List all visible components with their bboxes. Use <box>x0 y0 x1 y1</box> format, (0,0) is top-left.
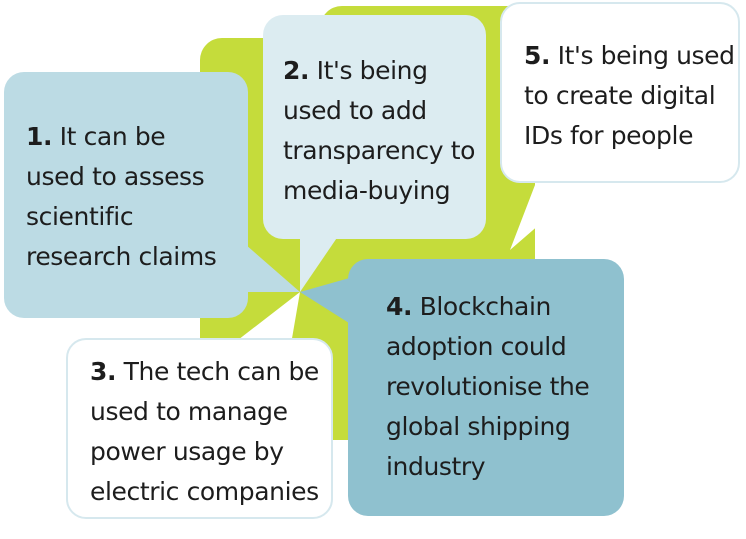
point-5-bubble: 5. It's being used to create digital IDs… <box>500 2 740 183</box>
point-2-line-2: used to add <box>283 96 427 125</box>
point-3-line-3: power usage by <box>90 437 284 466</box>
point-2-bubble: 2. It's being used to add transparency t… <box>263 15 486 239</box>
point-1-bubble: 1. It can be used to assess scientific r… <box>4 72 248 318</box>
point-4-bubble: 4. Blockchain adoption could revolutioni… <box>348 259 624 516</box>
point-4-line-4: global shipping <box>386 412 571 441</box>
point-2-number: 2. <box>283 56 310 85</box>
point-3-line-4: electric companies <box>90 477 319 506</box>
point-4-number: 4. <box>386 292 413 321</box>
bubble-4-tail <box>300 275 360 330</box>
point-5-number: 5. <box>524 41 551 70</box>
point-1-number: 1. <box>26 122 53 151</box>
bubble-2-tail <box>300 226 345 292</box>
point-4-line-2: adoption could <box>386 332 567 361</box>
point-1-line-2: used to assess <box>26 162 205 191</box>
point-1-line-1: 1. It can be <box>26 122 166 151</box>
point-2-line-3: transparency to <box>283 136 475 165</box>
point-3-number: 3. <box>90 357 117 386</box>
point-4-line-5: industry <box>386 452 486 481</box>
point-2-line-1: 2. It's being <box>283 56 428 85</box>
bubble-3-tail <box>225 292 300 350</box>
point-3-line-1: 3. The tech can be <box>90 357 319 386</box>
point-3-bubble: 3. The tech can be used to manage power … <box>66 338 333 519</box>
bubble-1-tail <box>238 238 300 292</box>
point-5-line-2: to create digital <box>524 81 716 110</box>
point-4-line-3: revolutionise the <box>386 372 590 401</box>
point-1-line-3: scientific <box>26 202 134 231</box>
point-1-line-4: research claims <box>26 242 217 271</box>
point-5-line-1: 5. It's being used <box>524 41 735 70</box>
point-4-line-1: 4. Blockchain <box>386 292 551 321</box>
point-5-line-3: IDs for people <box>524 121 694 150</box>
point-2-line-4: media-buying <box>283 176 451 205</box>
bubble-5-tail <box>510 172 600 250</box>
point-3-line-2: used to manage <box>90 397 288 426</box>
